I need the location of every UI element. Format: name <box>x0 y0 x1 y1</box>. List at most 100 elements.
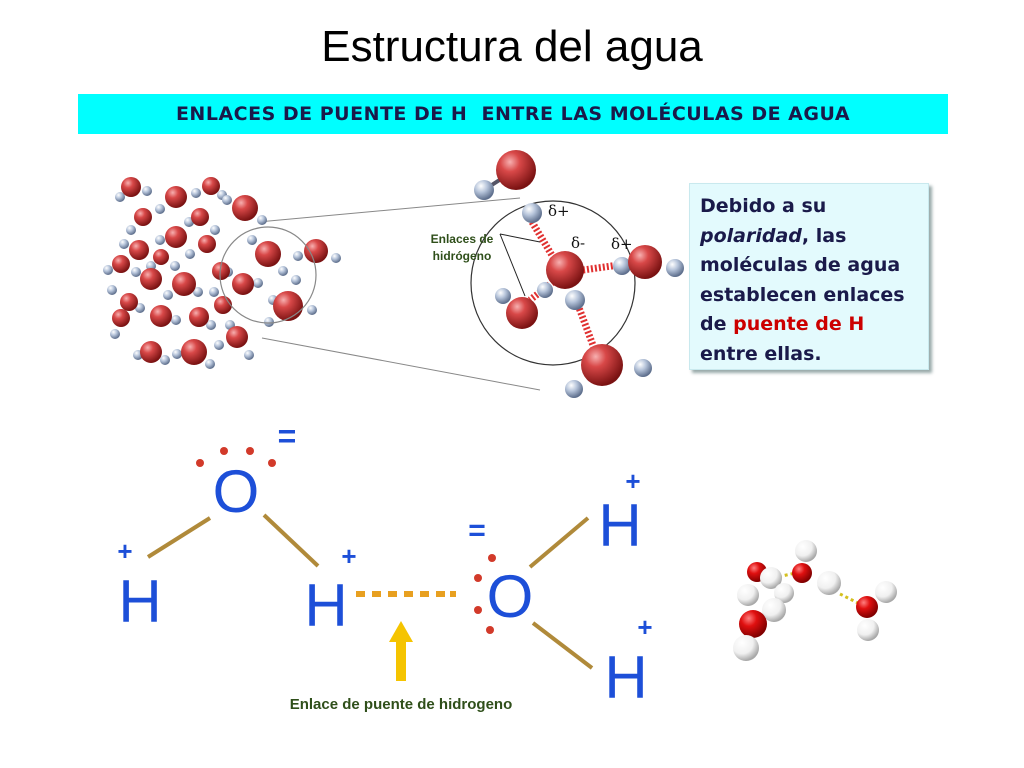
oxygen-atom <box>181 339 207 365</box>
zoom-circle <box>470 200 636 366</box>
hydrogen-atom <box>110 329 120 339</box>
hydrogen-atom <box>206 320 216 330</box>
delta-minus-label: δ- <box>571 234 585 252</box>
hydrogen-atom <box>185 249 195 259</box>
lewis-charge-plus: + <box>637 612 652 642</box>
hydrogen-atom <box>222 195 232 205</box>
oxygen-atom <box>739 610 767 638</box>
hydrogen-atom <box>126 225 136 235</box>
oxygen-atom <box>140 268 162 290</box>
hydrogen-atom <box>107 285 117 295</box>
oxygen-atom <box>232 273 254 295</box>
oxygen-atom <box>120 293 138 311</box>
hydrogen-atom <box>737 584 759 606</box>
explanation-note: Debido a su polaridad, las moléculas de … <box>689 183 929 370</box>
hydrogen-atom <box>155 204 165 214</box>
oxygen-atom <box>165 186 187 208</box>
oxygen-atom <box>134 208 152 226</box>
oxygen-atom <box>150 305 172 327</box>
hydrogen-atom <box>537 282 553 298</box>
oxygen-atom <box>628 245 662 279</box>
oxygen-atom <box>198 235 216 253</box>
hbond-caption: Enlace de puente de hidrogeno <box>290 696 513 713</box>
hydrogen-atom <box>214 340 224 350</box>
lone-pair-dot <box>474 606 482 614</box>
hydrogen-atom <box>131 267 141 277</box>
hydrogen-atom <box>253 278 263 288</box>
note-polaridad: polaridad <box>700 224 802 247</box>
oxygen-atom <box>191 208 209 226</box>
hydrogen-atom <box>307 305 317 315</box>
hydrogen-atom <box>795 540 817 562</box>
hydrogen-atom <box>733 635 759 661</box>
oxygen-atom <box>273 291 303 321</box>
hydrogen-atom <box>331 253 341 263</box>
lewis-charge-minus: = <box>468 514 486 547</box>
hydrogen-atom <box>171 315 181 325</box>
lewis-hydrogen-right-top: H <box>598 492 641 559</box>
oxygen-atom <box>153 249 169 265</box>
lone-pair-dot <box>268 459 276 467</box>
section-banner: ENLACES DE PUENTE DE H ENTRE LAS MOLÉCUL… <box>78 94 948 134</box>
oxygen-atom <box>581 344 623 386</box>
lone-pair-dot <box>488 554 496 562</box>
lewis-molecule-left: O = + H + H <box>117 418 356 639</box>
hydrogen-atom <box>634 359 652 377</box>
lone-pair-dot <box>474 574 482 582</box>
note-text-1: Debido a su <box>700 195 827 217</box>
oxygen-atom <box>189 307 209 327</box>
lone-pair-dot <box>196 459 204 467</box>
oxygen-atom <box>129 240 149 260</box>
lewis-oxygen-right: O <box>487 563 534 630</box>
oxygen-atom <box>112 255 130 273</box>
hydrogen-atom <box>565 380 583 398</box>
zoom-molecules <box>474 150 684 398</box>
hydrogen-atom <box>244 350 254 360</box>
oxygen-atom <box>792 563 812 583</box>
hydrogen-atom <box>142 186 152 196</box>
note-text-2: , las moléculas de agua establecen enlac… <box>700 224 905 336</box>
hydrogen-atom <box>264 317 274 327</box>
oxygen-atom <box>496 150 536 190</box>
hydrogen-atom <box>474 180 494 200</box>
oxygen-atom <box>304 239 328 263</box>
oxygen-atom <box>140 341 162 363</box>
hbond-label-line1: Enlaces de <box>431 232 494 246</box>
hbond-arrow <box>389 621 413 681</box>
hydrogen-atom <box>257 215 267 225</box>
lone-pair-dot <box>246 447 254 455</box>
note-text-3: entre ellas. <box>700 342 822 365</box>
hydrogen-atom <box>762 598 786 622</box>
lewis-hydrogen-bond <box>356 591 456 597</box>
hydrogen-atom <box>760 567 782 589</box>
hydrogen-atom <box>565 290 585 310</box>
hydrogen-atom <box>247 235 257 245</box>
hydrogen-atom <box>210 225 220 235</box>
lewis-charge-plus: + <box>117 536 132 566</box>
hydrogen-atom <box>170 261 180 271</box>
oxygen-atom <box>212 262 230 280</box>
oxygen-atom <box>232 195 258 221</box>
lewis-charge-plus: + <box>625 466 640 496</box>
oxygen-atom <box>202 177 220 195</box>
hbond-label-line2: hidrógeno <box>433 249 492 263</box>
lewis-hydrogen-mid: H <box>304 572 347 639</box>
hydrogen-atom <box>205 359 215 369</box>
hydrogen-atom <box>191 188 201 198</box>
hydrogen-atom <box>875 581 897 603</box>
hydrogen-atom <box>495 288 511 304</box>
hydrogen-atom <box>522 203 542 223</box>
ball-model <box>733 540 897 661</box>
delta-plus-label: δ+ <box>548 202 570 220</box>
hydrogen-atom <box>613 257 631 275</box>
oxygen-atom <box>214 296 232 314</box>
lewis-charge-plus: + <box>341 541 356 571</box>
oxygen-atom <box>546 251 584 289</box>
page-title: Estructura del agua <box>321 22 703 71</box>
hydrogen-atom <box>291 275 301 285</box>
delta-plus-label: δ+ <box>611 235 633 253</box>
hydrogen-atom <box>193 287 203 297</box>
hydrogen-atom <box>857 619 879 641</box>
hydrogen-atom <box>115 192 125 202</box>
hydrogen-atom <box>666 259 684 277</box>
